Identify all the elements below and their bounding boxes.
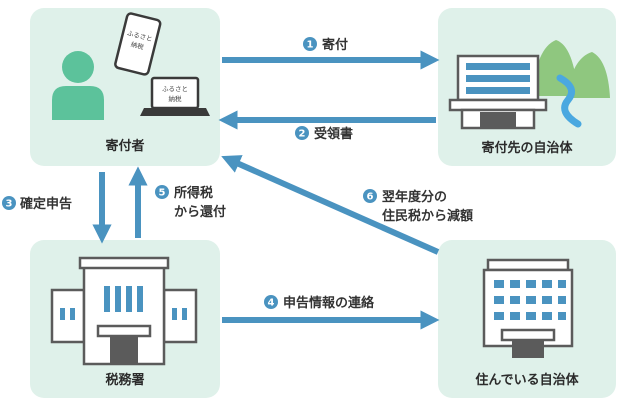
river-icon	[556, 74, 582, 128]
step-3-label: 確定申告	[20, 196, 72, 212]
svg-text:4: 4	[268, 298, 275, 309]
svg-text:1: 1	[307, 40, 314, 51]
svg-text:5: 5	[159, 188, 166, 199]
laptop-screen-text-2: 納税	[169, 94, 183, 103]
svg-text:3: 3	[6, 199, 13, 210]
phone-screen-text-2: 納税	[130, 39, 145, 51]
step-4-badge: 4	[264, 295, 278, 309]
laptop-icon: ふるさと 納税	[140, 76, 210, 116]
donor-panel	[30, 8, 220, 166]
step-1-label: 寄付	[322, 37, 348, 53]
resident-municipality-label: 住んでいる自治体	[475, 372, 579, 388]
person-icon	[52, 51, 104, 120]
arrow-resident-tax-reduction	[221, 155, 440, 255]
tax-office-label: 税務署	[105, 372, 144, 388]
step-1-badge: 1	[303, 37, 317, 51]
recipient-municipality-label: 寄付先の自治体	[481, 140, 573, 156]
city-hall-icon	[482, 258, 574, 358]
city-hall-icon	[448, 54, 548, 130]
step-5-badge: 5	[155, 185, 169, 199]
svg-text:6: 6	[367, 192, 374, 203]
step-4-label: 申告情報の連絡	[283, 295, 375, 311]
donor-label: 寄付者	[105, 138, 144, 154]
step-6-badge: 6	[363, 189, 377, 203]
svg-text:2: 2	[299, 129, 306, 140]
laptop-screen-text-1: ふるさと	[162, 85, 188, 93]
step-5-label-line-2: から還付	[174, 204, 226, 220]
step-6-label-line-2: 住民税から減額	[382, 208, 473, 224]
step-6-label-line-1: 翌年度分の	[382, 189, 447, 205]
step-2-label: 受領書	[314, 126, 353, 142]
step-2-badge: 2	[295, 126, 309, 140]
step-5-label-line-1: 所得税	[174, 185, 213, 201]
tax-office-building-icon	[50, 256, 198, 366]
step-3-badge: 3	[2, 196, 16, 210]
smartphone-icon: ふるさと 納税	[114, 12, 162, 76]
